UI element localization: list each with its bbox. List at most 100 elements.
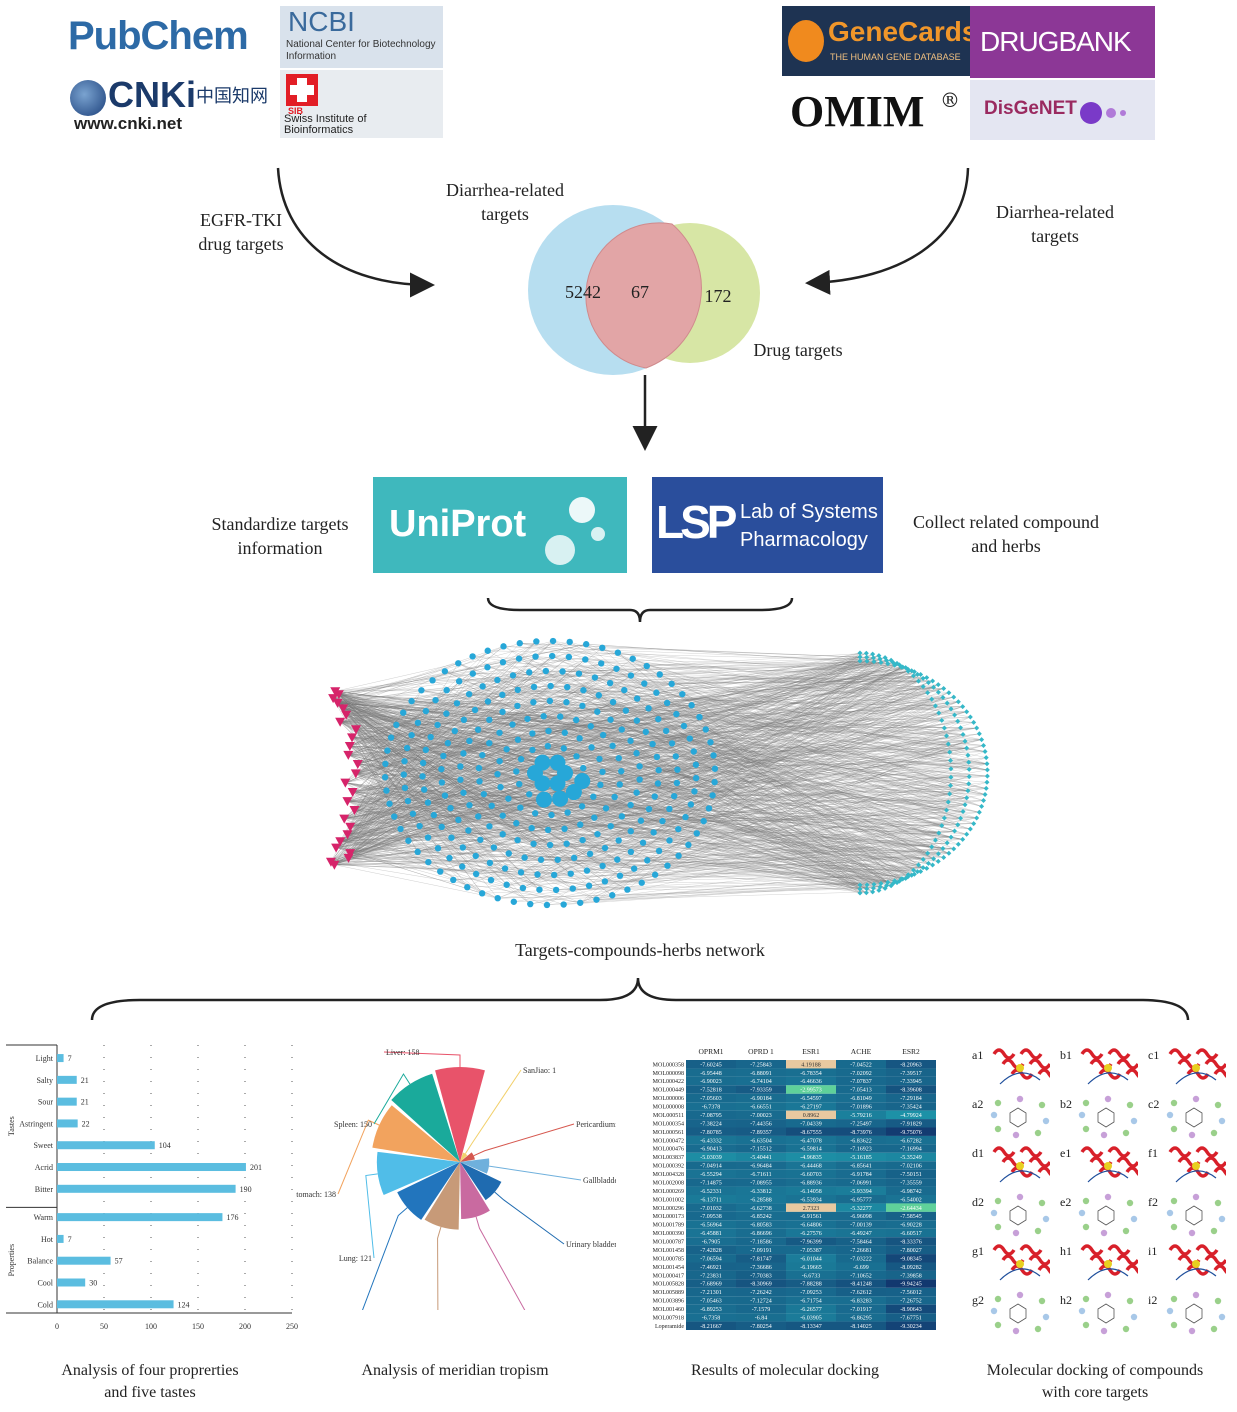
compound-node	[688, 702, 695, 709]
compound-node	[674, 766, 681, 773]
heatmap-cell	[886, 1321, 936, 1330]
herb-node	[935, 682, 941, 688]
heatmap-cell	[786, 1279, 836, 1288]
compound-node	[575, 670, 583, 677]
target-node	[332, 698, 343, 708]
interaction-diagram-image	[990, 1291, 1050, 1335]
helix	[1080, 1244, 1104, 1256]
heatmap-row-label: MOL000392	[653, 1164, 684, 1170]
heatmap-cell-value: -7.12724	[750, 1299, 772, 1305]
network-edge	[349, 672, 530, 747]
network-edge	[617, 652, 888, 883]
protein-structure-image	[992, 1048, 1050, 1085]
compound-node	[400, 709, 407, 716]
docking-panel-label: g2	[972, 1293, 984, 1307]
network-edge	[508, 853, 881, 888]
heatmap-cell	[786, 1211, 836, 1221]
compound-node	[573, 753, 580, 760]
target-node	[333, 690, 344, 700]
herb-node	[877, 656, 883, 662]
compound-node	[602, 805, 610, 812]
loop	[1175, 1268, 1217, 1281]
heatmap-cell-value: -8.67555	[800, 1130, 822, 1136]
compound-node	[666, 805, 673, 813]
compound-node	[618, 813, 626, 820]
compound-node	[391, 813, 398, 820]
residue	[1210, 1325, 1218, 1333]
compound-node	[409, 810, 417, 817]
herb-node	[964, 831, 970, 837]
heatmap-cell	[736, 1161, 786, 1170]
network-edge	[637, 698, 951, 761]
residue	[1166, 1209, 1174, 1217]
helix	[1019, 1244, 1043, 1256]
compound-node	[544, 826, 552, 834]
compound-node	[453, 700, 461, 707]
compound-node	[490, 844, 498, 851]
network-edge	[502, 662, 934, 688]
compound-node	[649, 740, 656, 748]
bar-category-label: Cold	[37, 1300, 53, 1309]
compound-node	[487, 876, 495, 884]
compound-node	[702, 726, 709, 733]
compound-node	[386, 800, 393, 807]
helix	[1204, 1254, 1226, 1266]
network-edge	[616, 662, 881, 669]
heatmap-cell-value: -9.75076	[900, 1130, 922, 1136]
network-edge	[618, 758, 987, 764]
network-edge	[499, 732, 949, 854]
heatmap-cell-value: -6.95448	[700, 1071, 722, 1077]
rose-slice	[460, 1152, 468, 1162]
residue	[1100, 1327, 1108, 1335]
compound-node	[655, 766, 662, 774]
network-edge	[394, 816, 898, 883]
compound-node	[607, 822, 614, 830]
helix	[1195, 1048, 1219, 1060]
herb-node	[960, 809, 966, 815]
network-edge	[708, 663, 898, 809]
brace-bottom	[90, 977, 1190, 1021]
target-node	[331, 843, 342, 853]
target-node	[350, 769, 361, 779]
compound-node	[601, 844, 609, 852]
heatmap-cell-value: -6.46636	[800, 1079, 822, 1085]
ligand	[1104, 1260, 1112, 1268]
herb-node	[871, 881, 877, 887]
compound-node	[560, 745, 567, 752]
heatmap-cell-value: -5.35249	[900, 1155, 922, 1161]
compound-node	[517, 869, 525, 876]
compound-node	[475, 813, 482, 820]
heatmap-cell	[686, 1135, 736, 1145]
compound-node	[542, 667, 550, 675]
compound-node	[627, 801, 634, 809]
network-edge	[604, 741, 966, 882]
heatmap-cell-value: -9.30234	[900, 1324, 922, 1330]
network-edge	[560, 763, 987, 799]
heatmap-cell-value: -6.60703	[800, 1172, 822, 1178]
omim-logo: OMIM ®	[790, 87, 960, 136]
herb-node	[951, 694, 957, 700]
compound-node	[455, 678, 463, 685]
network-edge	[354, 809, 468, 888]
network-edge	[676, 713, 987, 764]
compound-node	[654, 780, 662, 787]
herb-node	[966, 781, 972, 787]
heatmap-cell-value: -6.59814	[800, 1147, 822, 1153]
network-edge	[482, 688, 944, 756]
compound-node	[419, 759, 427, 767]
rose-slice	[376, 1151, 460, 1196]
heatmap-cell	[686, 1237, 736, 1246]
heatmap-row-label: MOL000390	[653, 1231, 684, 1237]
network-edge	[404, 662, 882, 789]
helix	[1116, 1058, 1138, 1070]
network-edge	[334, 859, 558, 865]
sib-logo: SIB Swiss Institute of Bioinformatics	[280, 70, 443, 138]
compound-node	[563, 840, 570, 847]
heatmap-cell	[686, 1119, 736, 1128]
venn-and-arrows	[276, 167, 970, 451]
herb-node	[948, 834, 954, 840]
residue	[1016, 1291, 1024, 1299]
heatmap-cell-value: -7.04914	[700, 1164, 722, 1170]
network-edge	[446, 706, 963, 714]
